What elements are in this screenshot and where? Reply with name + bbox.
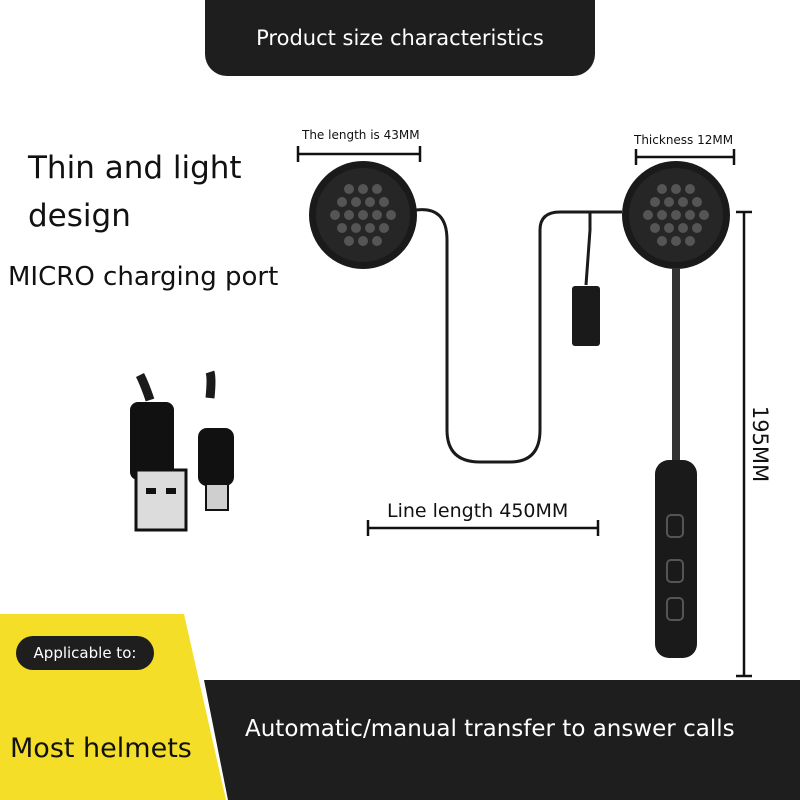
applicable-value: Most helmets <box>10 733 192 764</box>
feature-design-text: Thin and light design <box>28 150 242 234</box>
right-speaker-icon <box>622 161 730 269</box>
thickness-label: Thickness 12MM <box>634 133 734 147</box>
speaker-wire <box>415 208 622 464</box>
footer-dark-panel <box>204 680 800 800</box>
length-label: The length is 43MM <box>302 128 420 142</box>
line-length-label: Line length 450MM <box>387 500 569 522</box>
applicable-label: Applicable to: <box>16 636 154 670</box>
header-tab <box>205 0 595 76</box>
dimension-lines <box>296 146 752 678</box>
call-feature-text: Automatic/manual transfer to answer call… <box>245 716 735 742</box>
connector-plug-icon <box>572 286 600 346</box>
height-label: 195MM <box>748 405 773 483</box>
feature-port-text: MICRO charging port <box>8 262 279 292</box>
left-speaker-icon <box>309 161 417 269</box>
header-title: Product size characteristics <box>256 26 544 50</box>
usb-cable-icon <box>130 370 234 532</box>
